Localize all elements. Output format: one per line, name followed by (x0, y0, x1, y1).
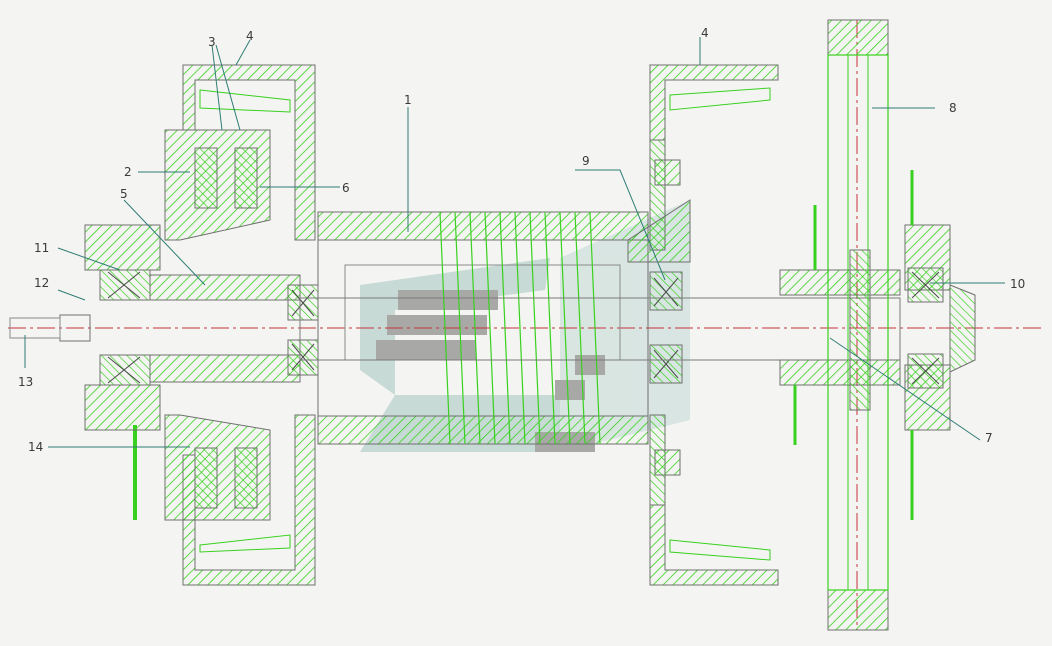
callout-3: 3 (208, 35, 216, 49)
winch-drum (317, 211, 649, 445)
drum-rope-grooves (439, 211, 601, 445)
left-brake-assembly (133, 129, 301, 521)
callout-9: 9 (582, 154, 590, 168)
callout-8: 8 (949, 101, 957, 115)
callout-4-left: 4 (246, 29, 254, 43)
callout-5: 5 (120, 187, 128, 201)
callout-13: 13 (18, 375, 33, 389)
callout-10: 10 (1010, 277, 1025, 291)
callout-1: 1 (404, 93, 412, 107)
callout-11: 11 (34, 241, 49, 255)
leader-lines (24, 37, 1005, 448)
callout-12: 12 (34, 276, 49, 290)
callout-2: 2 (124, 165, 132, 179)
spur-gear (827, 19, 889, 631)
callout-6-right: 6 (342, 181, 350, 195)
callout-14: 14 (28, 440, 43, 454)
callout-4-right: 4 (701, 26, 709, 40)
callout-labels: 1 2 3 4 4 5 6 6 7 8 9 10 11 12 13 14 (18, 26, 1025, 454)
callout-7: 7 (985, 431, 993, 445)
drum-bearings (287, 199, 691, 384)
right-support (793, 170, 976, 520)
left-hub (9, 224, 161, 431)
